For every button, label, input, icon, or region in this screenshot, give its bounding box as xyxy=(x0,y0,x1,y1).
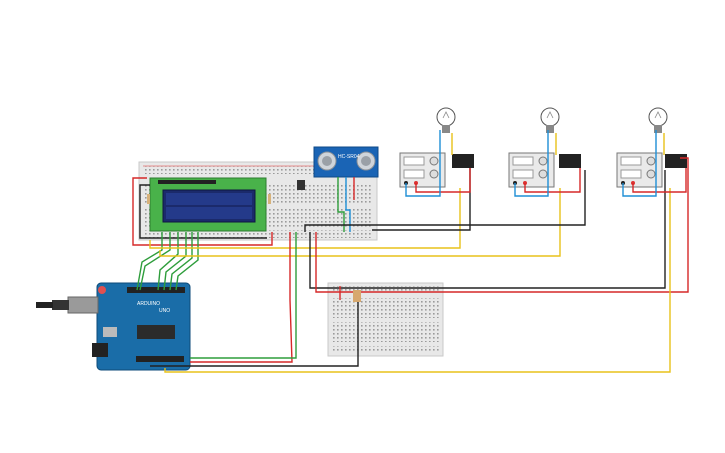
wire-red xyxy=(315,157,689,293)
wire-yellow xyxy=(164,188,671,373)
resistor[interactable] xyxy=(147,194,150,204)
wire-red xyxy=(132,177,273,246)
ultrasonic-sensor[interactable]: HC-SR04 xyxy=(313,146,379,178)
relay-2[interactable] xyxy=(559,154,581,168)
wire-green xyxy=(190,232,297,359)
relay-1[interactable] xyxy=(452,154,474,168)
wire-blue xyxy=(345,177,351,232)
arduino-brand: ARDUINO xyxy=(137,301,160,307)
relay-3[interactable] xyxy=(665,154,687,168)
second-breadboard[interactable] xyxy=(327,282,444,357)
light-bulb-3[interactable] xyxy=(648,107,668,133)
sensor-label: HC-SR04 xyxy=(338,154,360,160)
power-jack[interactable] xyxy=(92,343,108,357)
lcd-display[interactable] xyxy=(149,177,267,232)
resistor[interactable] xyxy=(268,194,271,204)
power-supply-1[interactable] xyxy=(399,152,446,188)
wire-green xyxy=(175,232,199,291)
wire-blue xyxy=(405,130,441,197)
wires[interactable] xyxy=(132,130,689,373)
usb-connector[interactable] xyxy=(36,296,99,314)
transistor[interactable] xyxy=(297,180,305,190)
wire-red xyxy=(524,168,581,193)
light-bulb-1[interactable] xyxy=(436,107,456,133)
arduino-uno[interactable]: ARDUINO UNO xyxy=(96,282,191,371)
wire-black xyxy=(139,184,267,239)
resistor-second[interactable] xyxy=(353,290,361,302)
wire-black xyxy=(309,170,666,289)
wire-green xyxy=(337,177,345,232)
wire-green xyxy=(157,232,179,291)
wire-yellow xyxy=(149,188,461,249)
wire-blue xyxy=(622,130,657,197)
light-bulb-2[interactable] xyxy=(540,107,560,133)
wire-red xyxy=(632,168,687,193)
wire-green xyxy=(169,232,193,291)
wire-yellow xyxy=(159,188,561,257)
wire-black xyxy=(150,300,359,367)
wire-blue xyxy=(514,130,549,197)
power-supply-2[interactable] xyxy=(508,152,555,188)
power-supply-3[interactable] xyxy=(616,152,663,188)
wire-red xyxy=(190,232,293,363)
wire-red xyxy=(415,168,471,193)
wire-green xyxy=(139,232,171,291)
wire-black xyxy=(304,170,586,232)
wire-green xyxy=(163,232,187,291)
lcd-pin-header xyxy=(158,180,216,184)
arduino-model: UNO xyxy=(159,308,170,314)
wire-green xyxy=(136,232,163,291)
